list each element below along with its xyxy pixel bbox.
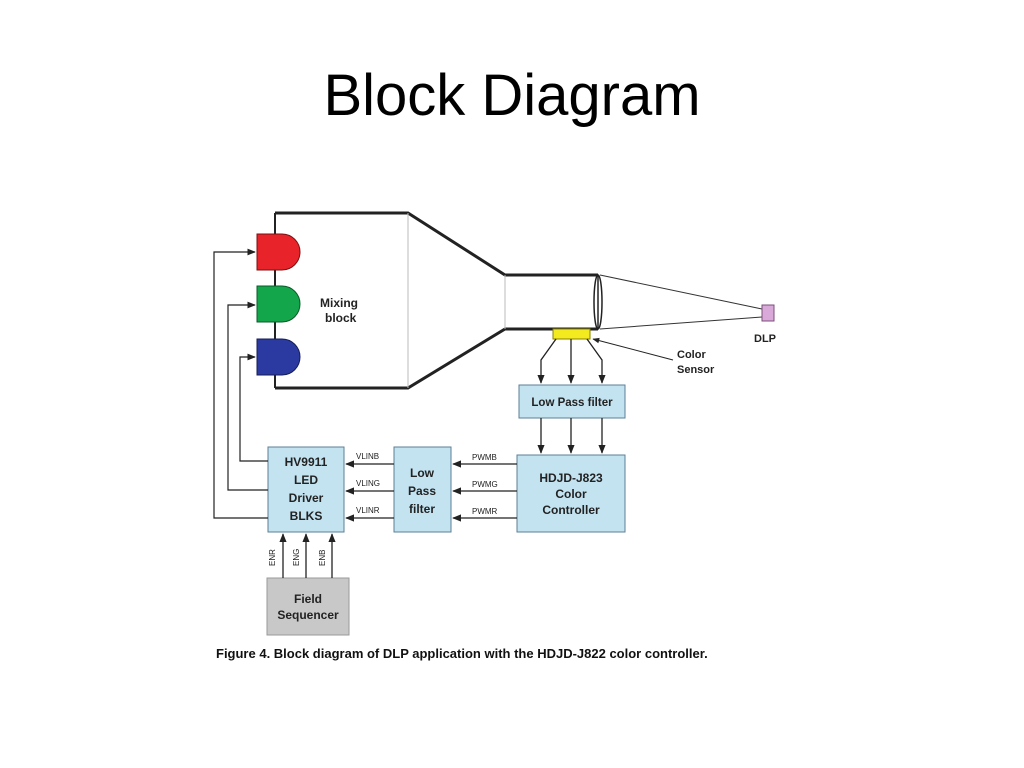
sequencer-label-line2: Sequencer [277, 608, 339, 622]
low-pass-filter-middle [393, 446, 452, 533]
led-driver [267, 446, 345, 533]
signal-pwmg: PWMG [472, 480, 498, 489]
light-cone [599, 274, 763, 330]
signal-vlinb: VLINB [356, 452, 379, 461]
lens [593, 274, 603, 330]
led-blue-icon [256, 338, 301, 376]
sensor-to-filter-arrows [537, 338, 606, 384]
signal-vlinr: VLINR [356, 506, 380, 515]
controller-label-line3: Controller [542, 503, 600, 517]
driver-label-line2: LED [294, 473, 318, 487]
low-pass-filter-top [518, 384, 626, 419]
figure-caption: Figure 4. Block diagram of DLP applicati… [216, 646, 708, 661]
led-red-icon [256, 233, 301, 271]
signal-enr: ENR [268, 549, 277, 566]
signal-pwmb: PWMB [472, 453, 497, 462]
led-green-icon [256, 285, 301, 323]
color-controller [516, 454, 626, 533]
filter-to-controller-arrows [537, 418, 606, 454]
driver-label-line1: HV9911 [285, 455, 328, 469]
low-pass-filter-middle-line3: filter [409, 502, 435, 516]
signal-eng: ENG [292, 549, 301, 566]
field-sequencer [266, 577, 350, 636]
signal-vling: VLING [356, 479, 380, 488]
color-sensor-label-line1: Color [677, 349, 706, 361]
pwm-arrows [452, 460, 517, 522]
dlp-label: DLP [754, 333, 776, 345]
controller-label-line2: Color [555, 487, 587, 501]
signal-enb: ENB [318, 550, 327, 566]
low-pass-filter-top-label: Low Pass filter [531, 397, 613, 409]
mixing-block-label-line2: block [325, 311, 357, 325]
controller-label-line1: HDJD-J823 [539, 471, 603, 485]
slide-title: Block Diagram [323, 63, 701, 128]
signal-pwmr: PWMR [472, 507, 498, 516]
driver-label-line3: Driver [289, 491, 324, 505]
driver-label-line4: BLKS [290, 509, 323, 523]
color-sensor [552, 328, 591, 340]
color-sensor-label-line2: Sensor [677, 364, 715, 376]
low-pass-filter-middle-line1: Low [410, 466, 435, 480]
mixing-block-label-line1: Mixing [320, 296, 358, 310]
driver-to-led-lines [213, 248, 268, 519]
sequencer-label-line1: Field [294, 592, 322, 606]
vlin-arrows [345, 460, 394, 522]
low-pass-filter-middle-line2: Pass [408, 484, 436, 498]
enable-arrows [279, 533, 336, 578]
dlp-chip [761, 304, 775, 322]
